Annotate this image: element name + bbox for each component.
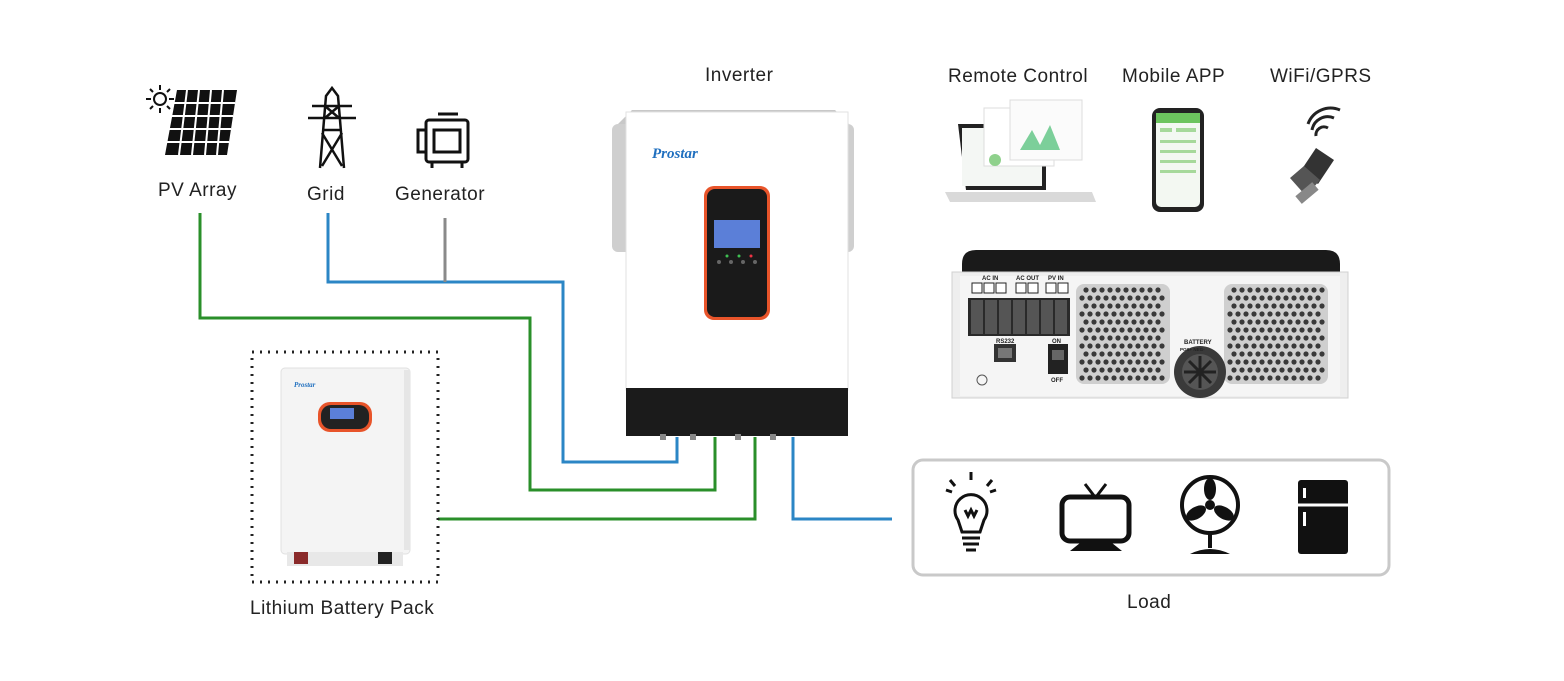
battery-label: Lithium Battery Pack bbox=[250, 598, 435, 619]
fan-icon bbox=[1180, 475, 1240, 554]
inverter-device bbox=[612, 110, 854, 440]
grid-connection-line bbox=[326, 213, 679, 464]
tv-icon bbox=[1059, 483, 1132, 551]
rear-on-label: ON bbox=[1052, 339, 1061, 345]
pv-connection-line bbox=[198, 213, 717, 492]
battery-brand-logo: Prostar bbox=[294, 381, 316, 389]
solar-panel-icon bbox=[165, 89, 237, 156]
inverter-rear-panel: AC IN AC OUT PV IN RS232 ON OFF BATTERY … bbox=[951, 250, 1349, 399]
inverter-label: Inverter bbox=[705, 65, 774, 86]
smartphone-icon bbox=[1152, 108, 1204, 212]
generator-label: Generator bbox=[395, 184, 486, 205]
inverter-brand-logo: Prostar bbox=[652, 146, 698, 162]
grid-label: Grid bbox=[307, 184, 345, 205]
transmission-tower-icon bbox=[308, 85, 356, 169]
remote-control-label: Remote Control bbox=[948, 66, 1089, 87]
light-bulb-icon bbox=[945, 472, 997, 552]
rear-ac-in-label: AC IN bbox=[982, 276, 998, 282]
load-label: Load bbox=[1127, 592, 1172, 613]
mobile-app-label: Mobile APP bbox=[1122, 66, 1226, 87]
laptop-icon bbox=[945, 99, 1096, 202]
rear-rs232-label: RS232 bbox=[996, 339, 1015, 345]
battery-connection-line bbox=[438, 437, 757, 521]
refrigerator-icon bbox=[1298, 480, 1348, 554]
wifi-dongle-icon bbox=[1290, 106, 1341, 204]
rear-pos-neg-label: POS+ NEG- bbox=[1180, 347, 1205, 352]
pv-array-label: PV Array bbox=[158, 180, 237, 201]
rear-pv-in-label: PV IN bbox=[1048, 276, 1064, 282]
wifi-gprs-label: WiFi/GPRS bbox=[1270, 66, 1372, 87]
rear-ac-out-label: AC OUT bbox=[1016, 276, 1039, 282]
rear-battery-label: BATTERY bbox=[1184, 340, 1212, 346]
generator-icon bbox=[416, 112, 470, 168]
rear-off-label: OFF bbox=[1051, 378, 1063, 384]
sun-icon bbox=[146, 85, 174, 113]
load-connection-line bbox=[791, 437, 892, 521]
battery-pack-device bbox=[250, 350, 440, 584]
load-box bbox=[911, 458, 1391, 577]
